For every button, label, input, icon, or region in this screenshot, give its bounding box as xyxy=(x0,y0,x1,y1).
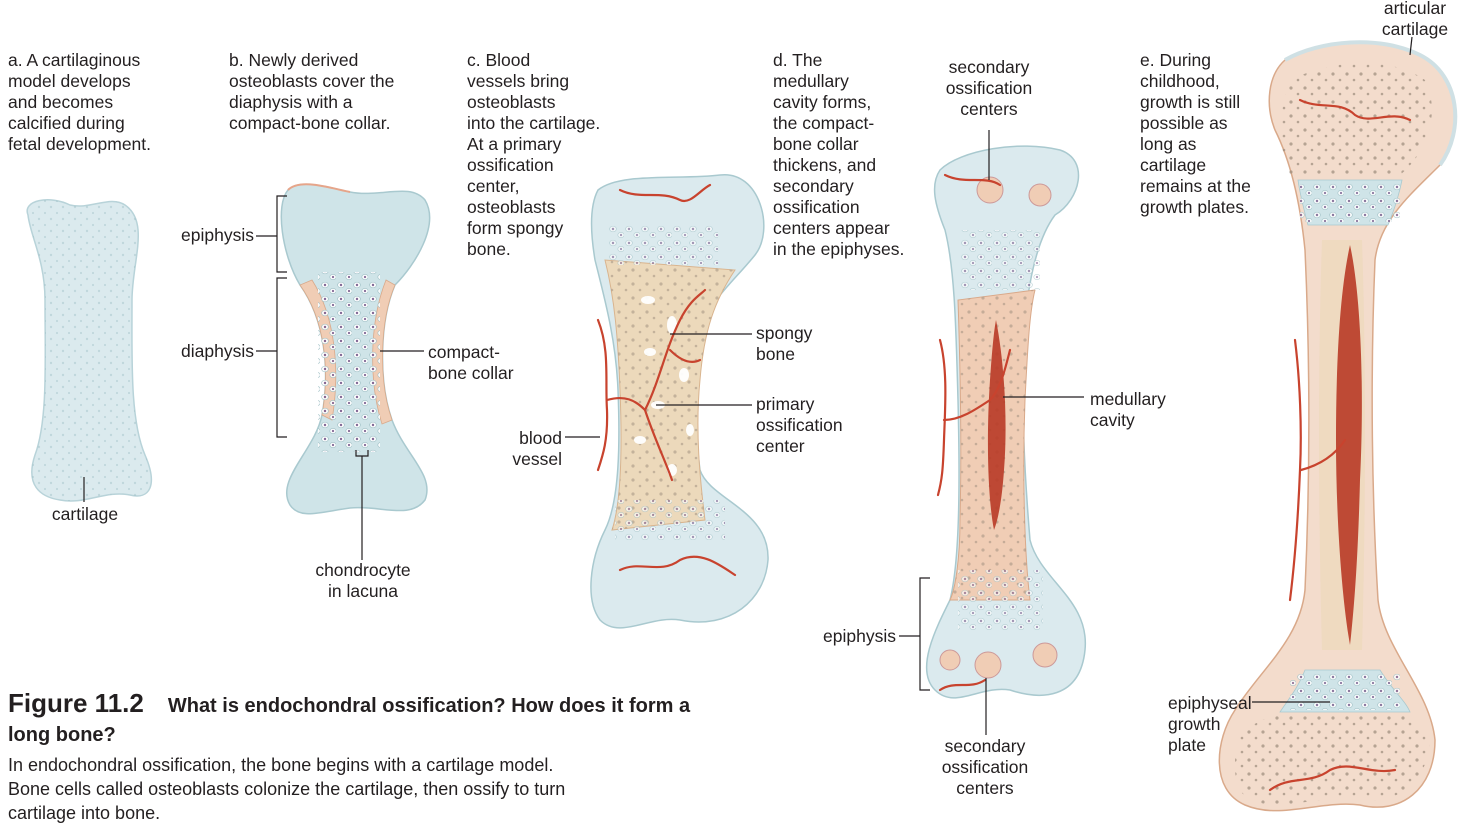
label-compact-bone-collar: compact-bone collar xyxy=(428,342,514,384)
label-diaphysis: diaphysis xyxy=(150,341,254,362)
bone-b-collar xyxy=(281,184,429,513)
bone-e-long-bone xyxy=(1219,42,1455,810)
label-epiphysis-b: epiphysis xyxy=(150,225,254,246)
label-epiphysis-d: epiphysis xyxy=(790,626,896,647)
bone-a-cartilage-model xyxy=(27,200,151,501)
bone-c-primary-ossification xyxy=(591,175,768,628)
figure-caption: In endochondral ossification, the bone b… xyxy=(8,753,728,825)
label-cartilage: cartilage xyxy=(40,504,130,525)
figure-number: Figure 11.2 xyxy=(8,688,144,718)
bone-d-medullary-cavity xyxy=(927,146,1086,698)
